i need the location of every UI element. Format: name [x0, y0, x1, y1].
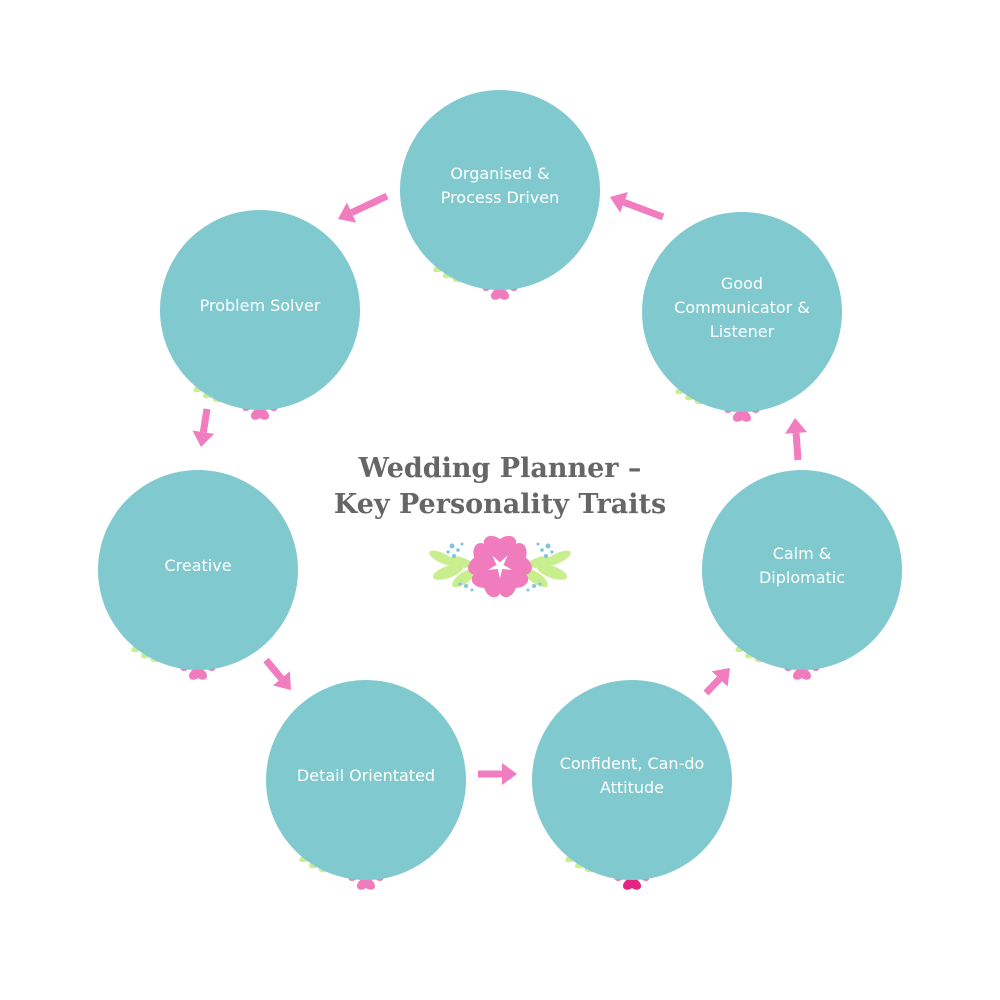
trait-circle-creative: Creative [98, 470, 298, 670]
arrow-communicator-to-organised [610, 192, 665, 221]
trait-circle-problem: Problem Solver [160, 210, 360, 410]
trait-circle-confident: Confident, Can-do Attitude [532, 680, 732, 880]
arrow-organised-to-problem [338, 192, 389, 223]
trait-circle-communicator: Good Communicator & Listener [642, 212, 842, 412]
arrow-calm-to-communicator [785, 418, 808, 461]
trait-circle-organised: Organised & Process Driven [400, 90, 600, 290]
arrow-detail-to-confident [478, 763, 517, 785]
trait-circle-calm: Calm & Diplomatic [702, 470, 902, 670]
trait-circle-detail: Detail Orientated [266, 680, 466, 880]
arrow-confident-to-calm [703, 668, 730, 696]
arrow-creative-to-detail [263, 657, 291, 690]
diagram-title-line-1: Wedding Planner – [358, 453, 642, 484]
center-floral-decoration [429, 535, 571, 598]
arrow-problem-to-creative [192, 408, 215, 447]
diagram-title-line-2: Key Personality Traits [333, 489, 667, 520]
